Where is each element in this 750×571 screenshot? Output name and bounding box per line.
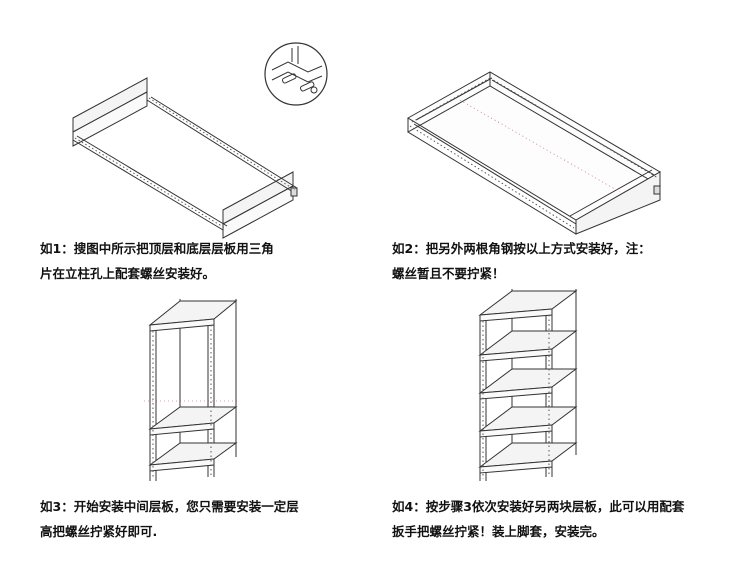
step-1-figure <box>55 70 315 240</box>
bolt-slot-detail-icon <box>262 40 330 108</box>
step-4-caption-line-1: 如4：按步骤3依次安装好另两块层板，此可以用配套 <box>392 499 685 514</box>
step-1-caption-line-1: 如1：搜图中所示把顶层和底层层板用三角 <box>40 241 274 256</box>
step-3-caption: 如3：开始安装中间层板，您只需要安装一定层 高把螺丝拧紧好即可. <box>40 494 299 544</box>
shelf-front <box>480 309 552 321</box>
step-2-holes <box>410 78 658 228</box>
step-4-figure <box>470 285 585 485</box>
step-4-caption: 如4：按步骤3依次安装好另两块层板，此可以用配套 扳手把螺丝拧紧！装上脚套，安装… <box>392 494 684 544</box>
shelf-front <box>480 461 552 473</box>
step-1-holes <box>75 98 295 228</box>
step-1-caption: 如1：搜图中所示把顶层和底层层板用三角 片在立柱孔上配套螺丝安装好。 <box>40 236 274 286</box>
step-2-caption-line-1: 如2：把另外两根角钢按以上方式安装好，注： <box>392 241 651 256</box>
step-3-figure <box>140 295 245 485</box>
step-4-shelves <box>480 291 576 473</box>
step-2-accent-line <box>460 100 620 192</box>
step-3-caption-line-2: 高把螺丝拧紧好即可. <box>40 524 158 539</box>
step-2-figure <box>400 60 670 235</box>
shelf-front <box>480 425 552 437</box>
shelf-front <box>480 349 552 361</box>
step-4-holes <box>483 315 549 479</box>
step-4-caption-line-2: 扳手把螺丝拧紧！装上脚套，安装完。 <box>392 524 605 539</box>
step-2-caption-line-2: 螺丝暂且不要拧紧！ <box>392 266 505 281</box>
step-1-caption-line-2: 片在立柱孔上配套螺丝安装好。 <box>40 266 216 281</box>
step-3-caption-line-1: 如3：开始安装中间层板，您只需要安装一定层 <box>40 499 299 514</box>
step-2-caption: 如2：把另外两根角钢按以上方式安装好，注： 螺丝暂且不要拧紧！ <box>392 236 651 286</box>
shelf-front <box>480 387 552 399</box>
